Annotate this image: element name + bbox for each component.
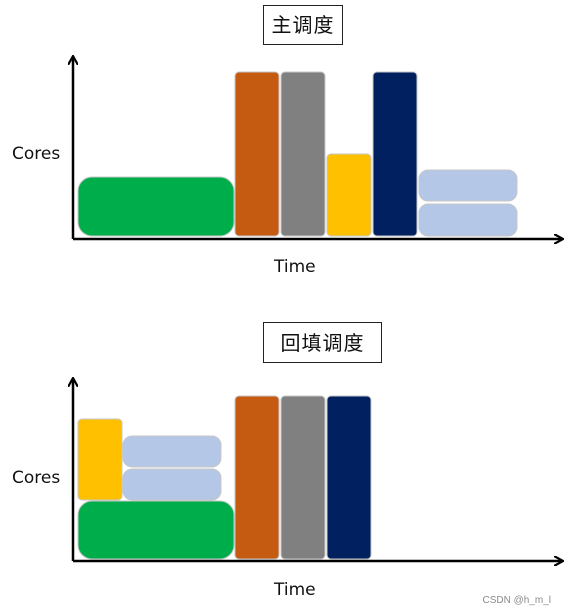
job-light-blue-block-lower <box>122 468 222 501</box>
job-orange-block <box>234 395 280 560</box>
job-orange-block <box>234 71 280 237</box>
csdn-watermark: CSDN @h_m_l <box>482 595 551 606</box>
job-yellow-block <box>77 418 123 501</box>
backfill-scheduling-panel <box>73 379 562 561</box>
job-light-blue-block-lower <box>418 203 518 237</box>
main-scheduling-title: 主调度 <box>263 5 343 45</box>
backfill-scheduling-title: 回填调度 <box>263 322 382 363</box>
bottom-x-axis-label: Time <box>274 580 316 600</box>
job-gray-block <box>280 395 326 560</box>
job-navy-block <box>326 395 372 560</box>
job-gray-block <box>280 71 326 237</box>
job-yellow-block <box>326 153 372 237</box>
job-green-block <box>77 176 235 237</box>
bottom-y-axis-label: Cores <box>12 468 61 488</box>
job-green-block <box>77 500 235 560</box>
job-light-blue-block-upper <box>418 169 518 202</box>
top-x-axis-label: Time <box>274 257 316 277</box>
top-y-axis-label: Cores <box>12 144 61 164</box>
job-navy-block <box>372 71 418 237</box>
job-light-blue-block-upper <box>122 435 222 468</box>
main-scheduling-panel <box>73 57 562 239</box>
